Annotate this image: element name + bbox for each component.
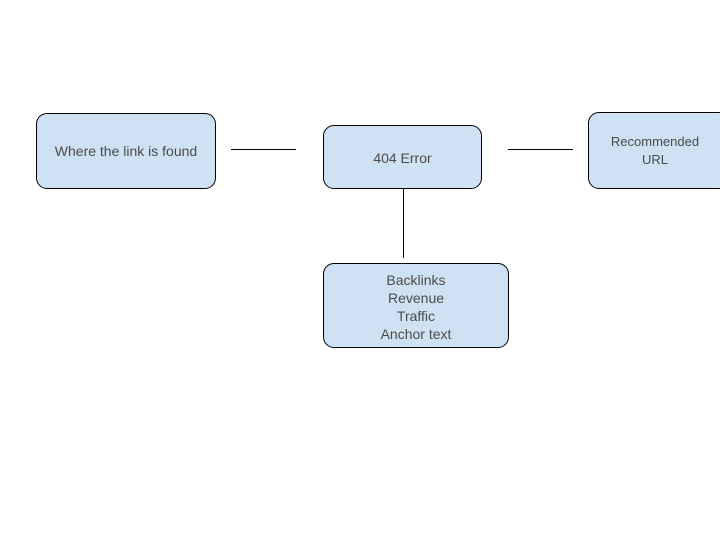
node-404-error-label: 404 Error — [373, 150, 432, 166]
node-recommended-url-text: Recommended URL — [589, 133, 720, 169]
metric-anchor-text: Anchor text — [380, 326, 452, 342]
node-recommended-url: Recommended URL — [588, 112, 720, 189]
connector-error-to-recommended — [508, 149, 573, 150]
node-where-link-found-label: Where the link is found — [54, 143, 198, 159]
node-where-link-found: Where the link is found — [36, 113, 216, 189]
metric-traffic: Traffic — [396, 308, 436, 324]
node-recommended-url-line-2: URL — [641, 151, 668, 167]
node-recommended-url-line-1: Recommended — [610, 133, 700, 149]
metric-revenue: Revenue — [387, 290, 445, 306]
node-link-metrics: Backlinks Revenue Traffic Anchor text — [323, 263, 509, 348]
connector-error-to-metrics — [403, 189, 404, 258]
connector-source-to-error — [231, 149, 296, 150]
node-404-error: 404 Error — [323, 125, 482, 189]
node-link-metrics-text: Backlinks Revenue Traffic Anchor text — [381, 271, 452, 343]
metric-backlinks: Backlinks — [386, 272, 446, 288]
